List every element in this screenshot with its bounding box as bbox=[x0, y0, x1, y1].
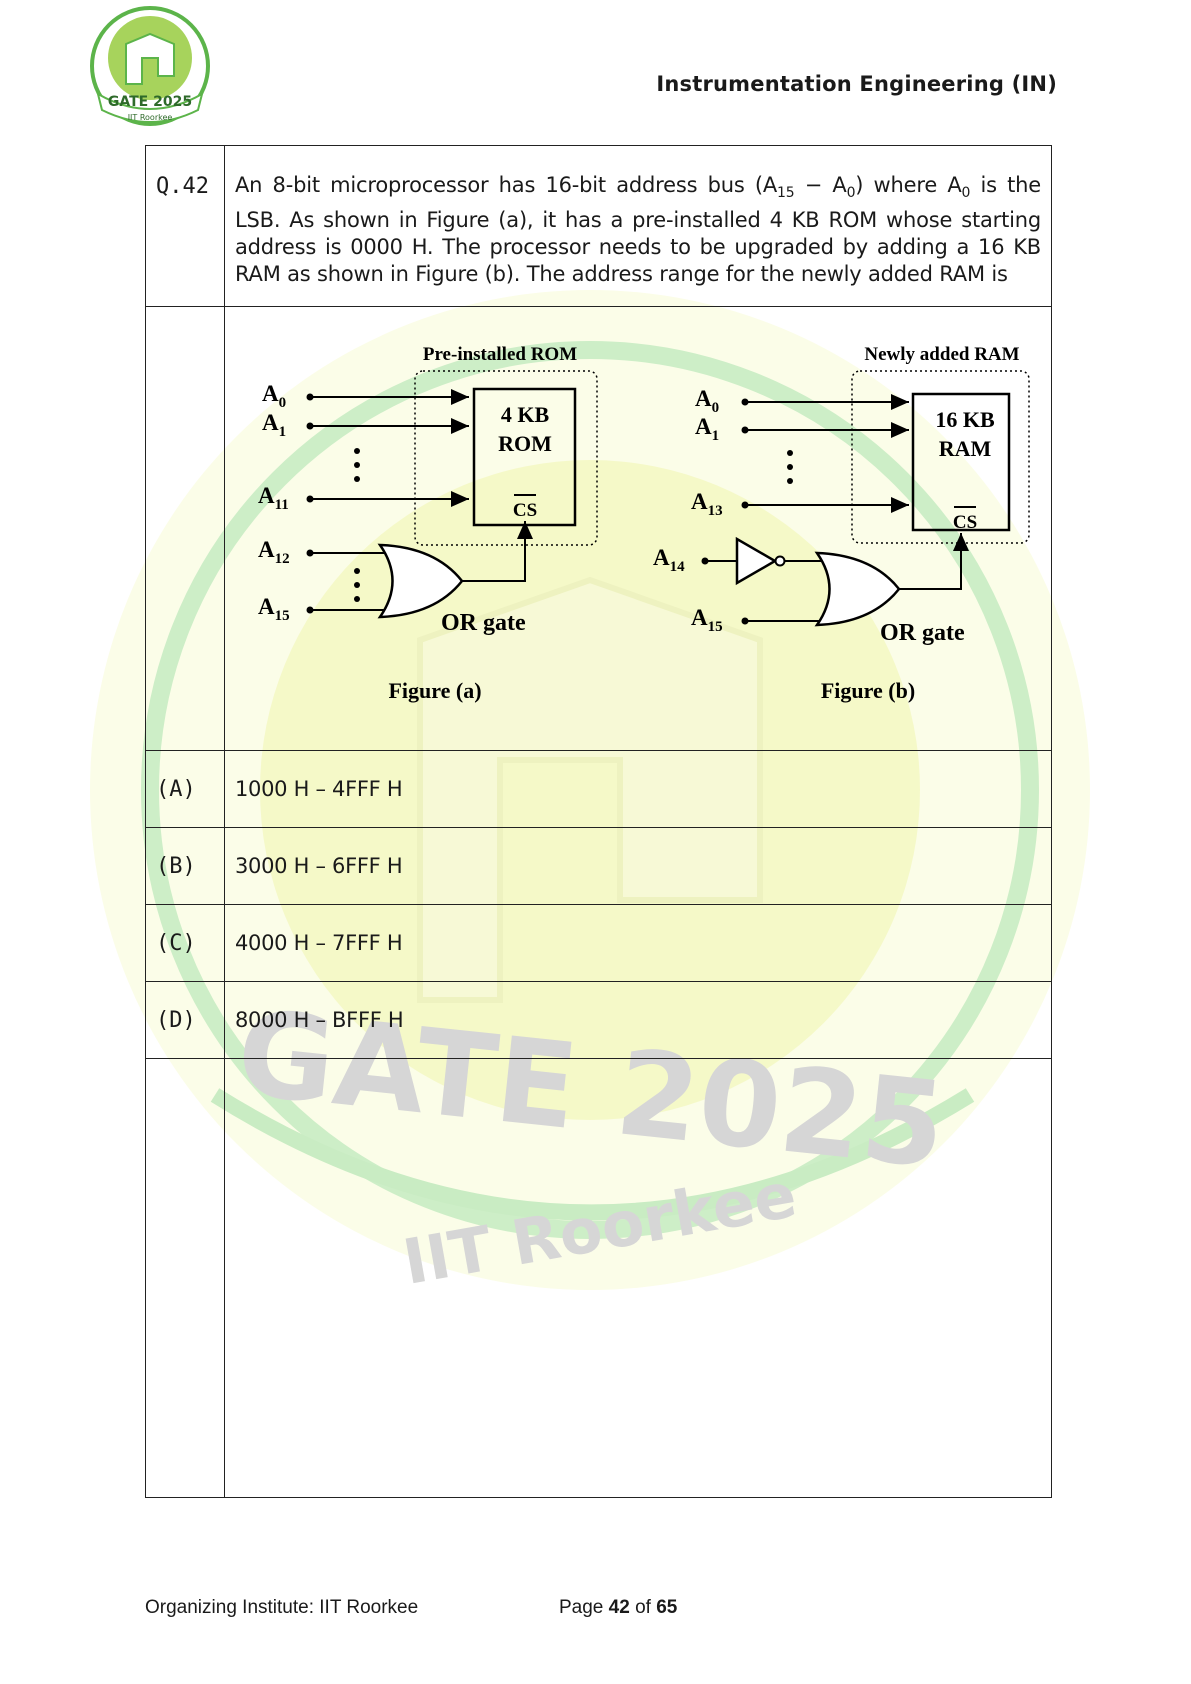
gate-input-a15: A15 bbox=[258, 594, 290, 624]
rom-chip-line1: 4 KB bbox=[501, 402, 550, 427]
option-row: (A) 1000 H – 4FFF H bbox=[145, 750, 1052, 828]
not-gate-icon bbox=[735, 536, 778, 586]
gate-input-a14: A14 bbox=[653, 545, 685, 575]
logo-building-icon bbox=[125, 32, 175, 85]
ram-dotted-box bbox=[851, 370, 1030, 544]
ram-cs: CS bbox=[953, 512, 977, 533]
option-letter: (A) bbox=[156, 776, 196, 802]
ram-input-a1: A1 bbox=[695, 414, 719, 444]
rom-cs: CS bbox=[513, 500, 537, 521]
ram-box-title: Newly added RAM bbox=[864, 344, 1019, 365]
figure-b-caption: Figure (b) bbox=[821, 678, 915, 703]
rom-box-title: Pre-installed ROM bbox=[423, 344, 577, 365]
figure-a: Pre-installed ROM 4 KB ROM CS A0 A1 A11 bbox=[258, 344, 598, 703]
rom-dotted-box bbox=[414, 370, 598, 546]
option-letter: (C) bbox=[156, 930, 196, 956]
question-table: Q.42 An 8-bit microprocessor has 16-bit … bbox=[145, 145, 1052, 1498]
gate-input-a12: A12 bbox=[258, 537, 290, 567]
rom-input-a11: A11 bbox=[258, 483, 289, 513]
option-row: (B) 3000 H – 6FFF H bbox=[145, 827, 1052, 905]
circuit-figure: Pre-installed ROM 4 KB ROM CS A0 A1 A11 bbox=[258, 344, 1030, 703]
option-row: (D) 8000 H – BFFF H bbox=[145, 981, 1052, 1059]
ram-chip-line2: RAM bbox=[939, 436, 992, 461]
logo-text: GATE 2025 bbox=[108, 94, 192, 110]
or-gate-a-label: OR gate bbox=[441, 610, 526, 636]
question-row: Q.42 An 8-bit microprocessor has 16-bit … bbox=[145, 145, 1052, 307]
option-value: 4000 H – 7FFF H bbox=[235, 931, 403, 955]
answer-space-row bbox=[145, 1058, 1052, 1498]
figure-b: Newly added RAM 16 KB RAM CS A0 A1 A13 bbox=[653, 344, 1030, 703]
ram-input-a13: A13 bbox=[691, 489, 723, 519]
figure-a-caption: Figure (a) bbox=[388, 678, 481, 703]
question-text: An 8-bit microprocessor has 16-bit addre… bbox=[235, 173, 1041, 287]
ram-input-a0: A0 bbox=[695, 386, 719, 416]
gate-logo: GATE 2025 IIT Roorkee bbox=[90, 6, 210, 126]
rom-input-a1: A1 bbox=[262, 410, 286, 440]
option-letter: (D) bbox=[156, 1007, 196, 1033]
rom-chip-line2: ROM bbox=[498, 431, 552, 456]
or-gate-b-label: OR gate bbox=[880, 620, 965, 646]
question-number: Q.42 bbox=[156, 174, 209, 199]
rom-input-a0: A0 bbox=[262, 381, 286, 411]
footer-page-number: Page 42 of 65 bbox=[559, 1597, 678, 1618]
subject-header: Instrumentation Engineering (IN) bbox=[656, 72, 1057, 96]
footer-institute: Organizing Institute: IIT Roorkee bbox=[145, 1597, 419, 1618]
option-row: (C) 4000 H – 7FFF H bbox=[145, 904, 1052, 982]
ram-chip-line1: 16 KB bbox=[935, 407, 995, 432]
option-value: 1000 H – 4FFF H bbox=[235, 777, 403, 801]
gate-input-a15-b: A15 bbox=[691, 605, 723, 635]
or-gate-b-icon bbox=[814, 551, 901, 627]
option-value: 8000 H – BFFF H bbox=[235, 1008, 404, 1032]
figure-row: Pre-installed ROM 4 KB ROM CS A0 A1 A11 bbox=[145, 306, 1052, 751]
ram-chip bbox=[911, 392, 1011, 532]
or-gate-a-icon bbox=[377, 543, 464, 619]
option-value: 3000 H – 6FFF H bbox=[235, 854, 403, 878]
option-letter: (B) bbox=[156, 853, 196, 879]
logo-subtext: IIT Roorkee bbox=[128, 113, 173, 122]
